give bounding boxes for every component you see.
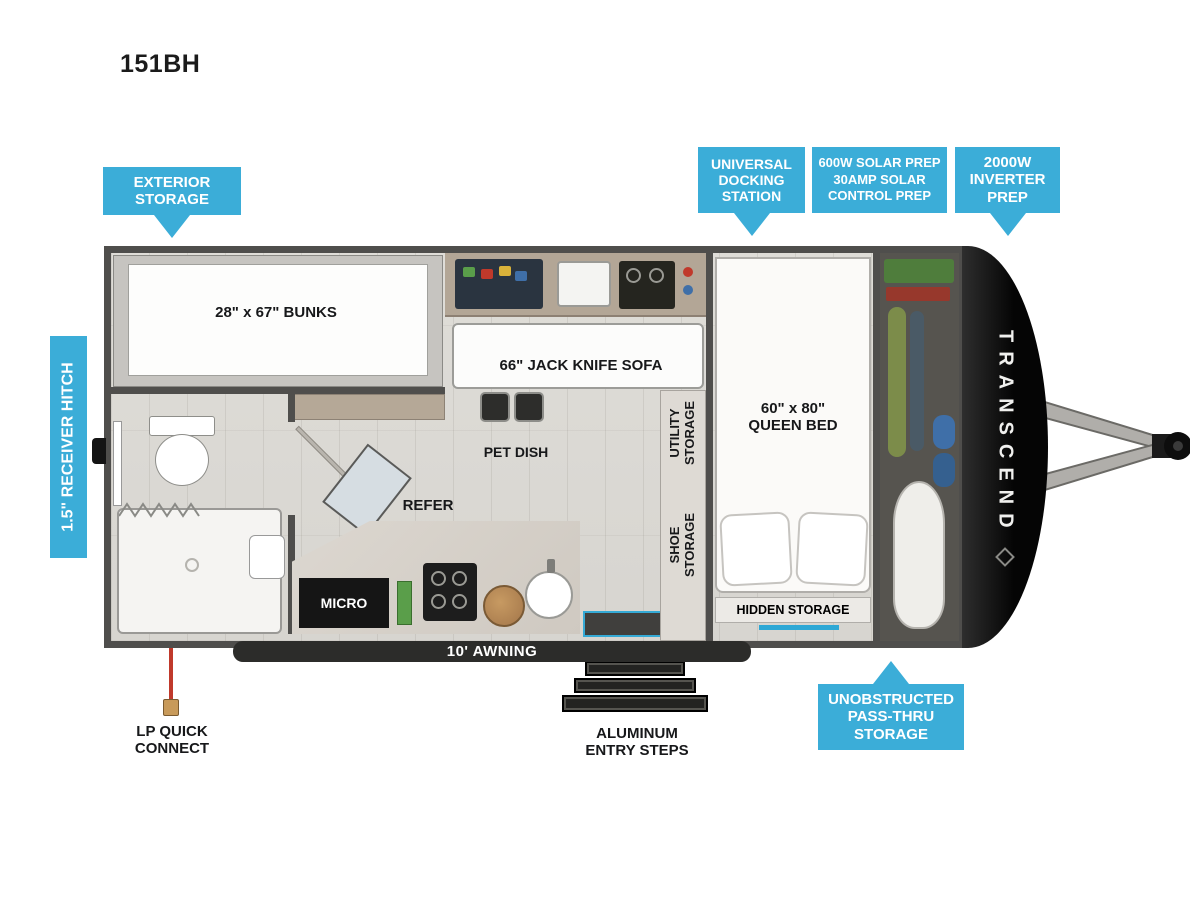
step: [574, 678, 696, 693]
step: [562, 695, 708, 712]
bath-sink: [249, 535, 285, 579]
burner-icon: [431, 594, 446, 609]
counter-item: [683, 267, 693, 277]
gear-board: [888, 307, 906, 457]
front-cap: TRANSCEND: [962, 246, 1048, 648]
cooktop-stove: [423, 563, 477, 621]
microwave: MICRO: [299, 578, 389, 628]
wall-bath-upper: [288, 394, 295, 422]
model-title: 151BH: [120, 50, 201, 78]
kitchen-sink: [525, 571, 573, 619]
gear-bin: [886, 287, 950, 301]
entry-steps: [560, 661, 710, 712]
console-item: [463, 267, 475, 277]
counter-item: [683, 285, 693, 295]
cutting-board: [483, 585, 525, 627]
wardrobe-cabinet: [293, 394, 445, 420]
entry-door: [583, 611, 675, 637]
brand-name: TRANSCEND: [994, 329, 1017, 537]
bunks-label: 28" x 67" BUNKS: [215, 304, 337, 321]
gear-guitar-case: [893, 481, 945, 629]
lp-line: [169, 647, 173, 703]
pet-dish-label: PET DISH: [483, 444, 549, 460]
callout-inverter-prep: 2000W INVERTER PREP: [955, 147, 1060, 213]
counter-item: [397, 581, 412, 625]
galley-cooktop: [619, 261, 675, 309]
galley-sink: [557, 261, 611, 307]
callout-receiver-hitch: 1.5" RECEIVER HITCH: [50, 336, 87, 558]
wall-bunks: [111, 387, 445, 394]
storage-closet: [660, 390, 706, 641]
awning-bar: 10' AWNING: [233, 641, 751, 662]
shower-drain: [185, 558, 199, 572]
wall-bedroom-right: [873, 253, 880, 641]
receiver-hitch-nub: [92, 438, 106, 464]
floorplan-body: 28" x 67" BUNKS REFER MICRO: [104, 246, 966, 648]
jack-knife-sofa: [452, 323, 704, 389]
hitch-tongue: [1038, 398, 1190, 494]
bath-window: [113, 421, 122, 506]
lp-connector-icon: [163, 699, 179, 716]
pillow: [795, 511, 869, 587]
pet-dish-bowl: [480, 392, 510, 422]
faucet-icon: [547, 559, 555, 573]
queen-bed: [715, 257, 871, 593]
bed-accent-bar: [759, 625, 839, 630]
pet-dish-bowl: [514, 392, 544, 422]
toilet-tank: [149, 416, 215, 436]
bunk-mattress: [128, 264, 428, 376]
queen-bed-label: 60" x 80" QUEEN BED: [748, 400, 838, 434]
entry-steps-label: ALUMINUM ENTRY STEPS: [585, 725, 689, 759]
step: [585, 661, 685, 676]
pass-thru-storage-bay: [880, 253, 959, 641]
toilet: [155, 434, 209, 486]
callout-solar-prep: 600W SOLAR PREP 30AMP SOLAR CONTROL PREP: [812, 147, 947, 213]
pillow: [719, 511, 793, 587]
gear-bin: [884, 259, 954, 283]
brand-emblem-icon: [995, 547, 1015, 568]
callout-exterior-storage: EXTERIOR STORAGE: [103, 167, 241, 215]
console-item: [481, 269, 493, 279]
shoe-storage-label: SHOE STORAGE: [667, 512, 697, 578]
galley-console: [445, 253, 706, 317]
entertainment-console: [455, 259, 543, 309]
refer-label: REFER: [402, 497, 454, 514]
hidden-storage: HIDDEN STORAGE: [715, 597, 871, 623]
burner-icon: [648, 268, 664, 283]
sofa-label: 66" JACK KNIFE SOFA: [499, 357, 663, 374]
burner-icon: [431, 571, 446, 586]
lp-quick-connect-label: LP QUICK CONNECT: [134, 723, 210, 757]
console-item: [515, 271, 527, 281]
shower-curtain: [119, 502, 200, 518]
console-item: [499, 266, 511, 276]
burner-icon: [452, 594, 467, 609]
gear-shoes: [933, 453, 955, 487]
callout-universal-docking-station: UNIVERSAL DOCKING STATION: [698, 147, 805, 213]
wall-bath-lower: [288, 515, 295, 634]
gear-shoes: [933, 415, 955, 449]
burner-icon: [626, 268, 641, 283]
receiver-hitch-label: 1.5" RECEIVER HITCH: [59, 362, 77, 532]
burner-icon: [452, 571, 467, 586]
gear-board: [910, 311, 924, 451]
wall-bedroom-left: [706, 253, 713, 641]
bunk-beds: [113, 255, 443, 387]
callout-pass-thru-storage: UNOBSTRUCTED PASS-THRU STORAGE: [818, 684, 964, 750]
